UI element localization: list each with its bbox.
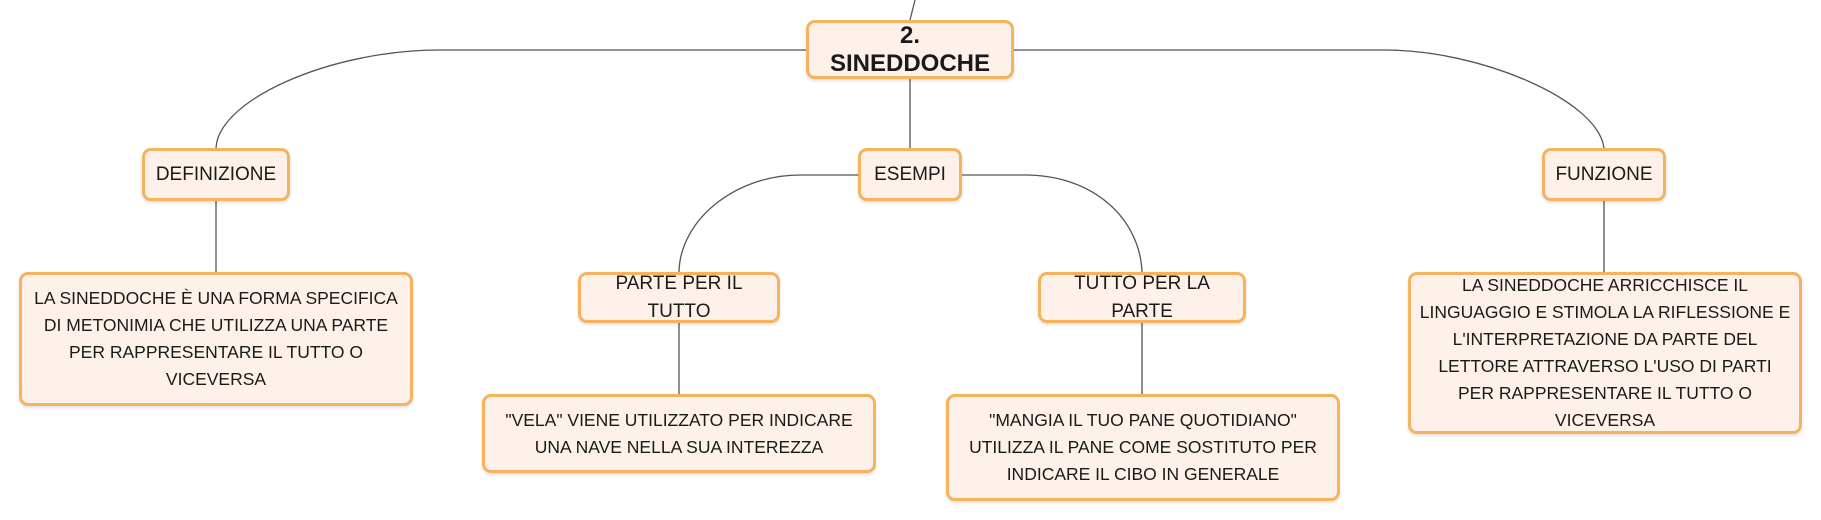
connector-root-definizione: [215, 49, 806, 149]
connector-esempi-tutto: [962, 174, 1143, 273]
root-node[interactable]: 2. SINEDDOCHE: [806, 20, 1014, 79]
parte-text: "VELA" VIENE UTILIZZATO PER INDICARE UNA…: [505, 409, 853, 457]
definizione-text: LA SINEDDOCHE È UNA FORMA SPECIFICA DI M…: [34, 288, 398, 389]
parte-label: PARTE PER IL TUTTO: [615, 272, 743, 322]
esempi-label: ESEMPI: [874, 163, 946, 185]
funzione-text: LA SINEDDOCHE ARRICCHISCE IL LINGUAGGIO …: [1419, 275, 1791, 430]
funzione-label: FUNZIONE: [1555, 163, 1653, 185]
node-funzione[interactable]: FUNZIONE: [1542, 148, 1666, 201]
node-tutto-per-la-parte[interactable]: TUTTO PER LA PARTE: [1038, 272, 1246, 323]
connector-esempi-parte: [678, 174, 858, 273]
node-parte-text[interactable]: "VELA" VIENE UTILIZZATO PER INDICARE UNA…: [482, 394, 876, 473]
node-definizione-text[interactable]: LA SINEDDOCHE È UNA FORMA SPECIFICA DI M…: [19, 272, 413, 406]
connector-root-funzione: [1014, 49, 1605, 149]
node-esempi[interactable]: ESEMPI: [858, 148, 962, 201]
connector-incoming: [909, 0, 916, 21]
node-parte-per-il-tutto[interactable]: PARTE PER IL TUTTO: [578, 272, 780, 323]
node-definizione[interactable]: DEFINIZIONE: [142, 148, 290, 201]
root-label: 2. SINEDDOCHE: [829, 21, 991, 77]
node-tutto-text[interactable]: "MANGIA IL TUO PANE QUOTIDIANO" UTILIZZA…: [946, 394, 1340, 501]
tutto-text: "MANGIA IL TUO PANE QUOTIDIANO" UTILIZZA…: [969, 410, 1317, 484]
node-funzione-text[interactable]: LA SINEDDOCHE ARRICCHISCE IL LINGUAGGIO …: [1408, 272, 1802, 434]
tutto-label: TUTTO PER LA PARTE: [1074, 272, 1210, 322]
definizione-label: DEFINIZIONE: [155, 163, 277, 185]
